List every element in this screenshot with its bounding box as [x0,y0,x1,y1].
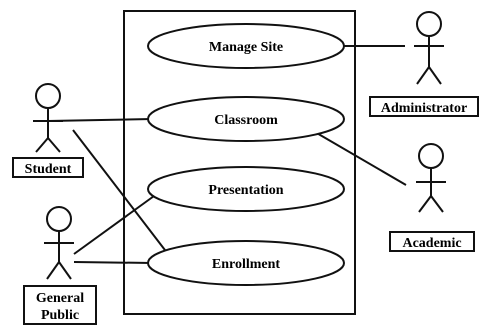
association-general-public-enrollment [73,261,153,264]
actor-administrator[interactable]: Administrator [369,11,479,117]
actor-student[interactable]: Student [12,83,84,178]
actor-label-line1: General [36,291,84,306]
actor-label-box [389,231,475,252]
association-student-classroom [47,118,153,122]
use-case-label: Enrollment [212,257,281,272]
stick-figure-icon [33,83,63,153]
actor-label: Administrator [381,101,467,116]
association-student-enrollment [72,129,169,255]
stick-figure-icon [416,143,446,213]
system-boundary [123,10,356,315]
actor-label: Student [25,162,72,177]
actor-academic[interactable]: Academic [389,143,475,252]
use-case-enrollment[interactable]: Enrollment [147,240,345,286]
associations [47,45,407,264]
stick-figure-icon [44,206,74,280]
actor-general-public[interactable]: General Public [23,206,97,325]
association-academic-classroom [314,131,407,186]
use-case-label: Classroom [214,113,278,128]
use-case-manage-site[interactable]: Manage Site [147,23,345,69]
use-case-ellipse [147,23,345,69]
use-case-ellipse [147,166,345,212]
actor-label-box [12,157,84,178]
actor-label-box [23,285,97,325]
association-general-public-presentation [73,195,155,255]
use-case-ellipse [147,96,345,142]
use-case-label: Manage Site [209,40,283,55]
use-case-classroom[interactable]: Classroom [147,96,345,142]
stick-figure-icon [414,11,444,85]
actor-label-line2: Public [41,308,79,323]
actor-label-box [369,96,479,117]
use-case-presentation[interactable]: Presentation [147,166,345,212]
use-case-label: Presentation [208,183,283,198]
use-case-ellipse [147,240,345,286]
actor-label: Academic [402,236,461,251]
